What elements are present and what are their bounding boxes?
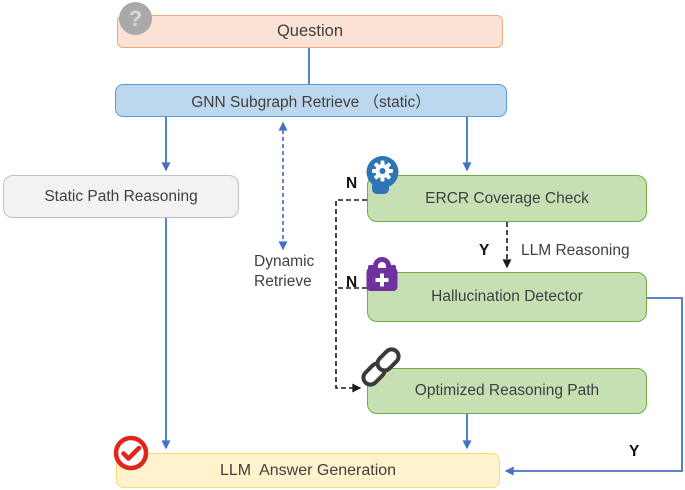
dynamic-retrieve-line1: Dynamic (254, 253, 315, 270)
security-bag-icon (363, 254, 401, 295)
chain-link-icon (357, 343, 405, 391)
llm-reasoning-label: LLM Reasoning (521, 242, 630, 259)
branch-n-hallucination: N (346, 274, 358, 291)
gear-head-icon (364, 155, 401, 196)
node-gnn-subgraph-retrieve: GNN Subgraph Retrieve （static） (115, 84, 507, 117)
check-circle-icon (112, 434, 150, 472)
node-llm-answer-generation: LLM Answer Generation (116, 453, 500, 488)
node-static-path-reasoning: Static Path Reasoning (3, 175, 239, 218)
node-hallucination-detector: Hallucination Detector (367, 272, 647, 322)
node-optimized-reasoning-path: Optimized Reasoning Path (367, 368, 647, 414)
node-ercr-coverage-check: ERCR Coverage Check (367, 175, 647, 222)
question-mark-icon: ? (119, 2, 152, 35)
dynamic-retrieve-label: Dynamic Retrieve (254, 252, 332, 291)
node-question: Question (117, 15, 503, 48)
dynamic-retrieve-line2: Retrieve (254, 272, 312, 290)
branch-y-ercr: Y (479, 242, 490, 259)
branch-n-ercr: N (346, 175, 358, 192)
branch-y-hallucination: Y (629, 443, 640, 460)
